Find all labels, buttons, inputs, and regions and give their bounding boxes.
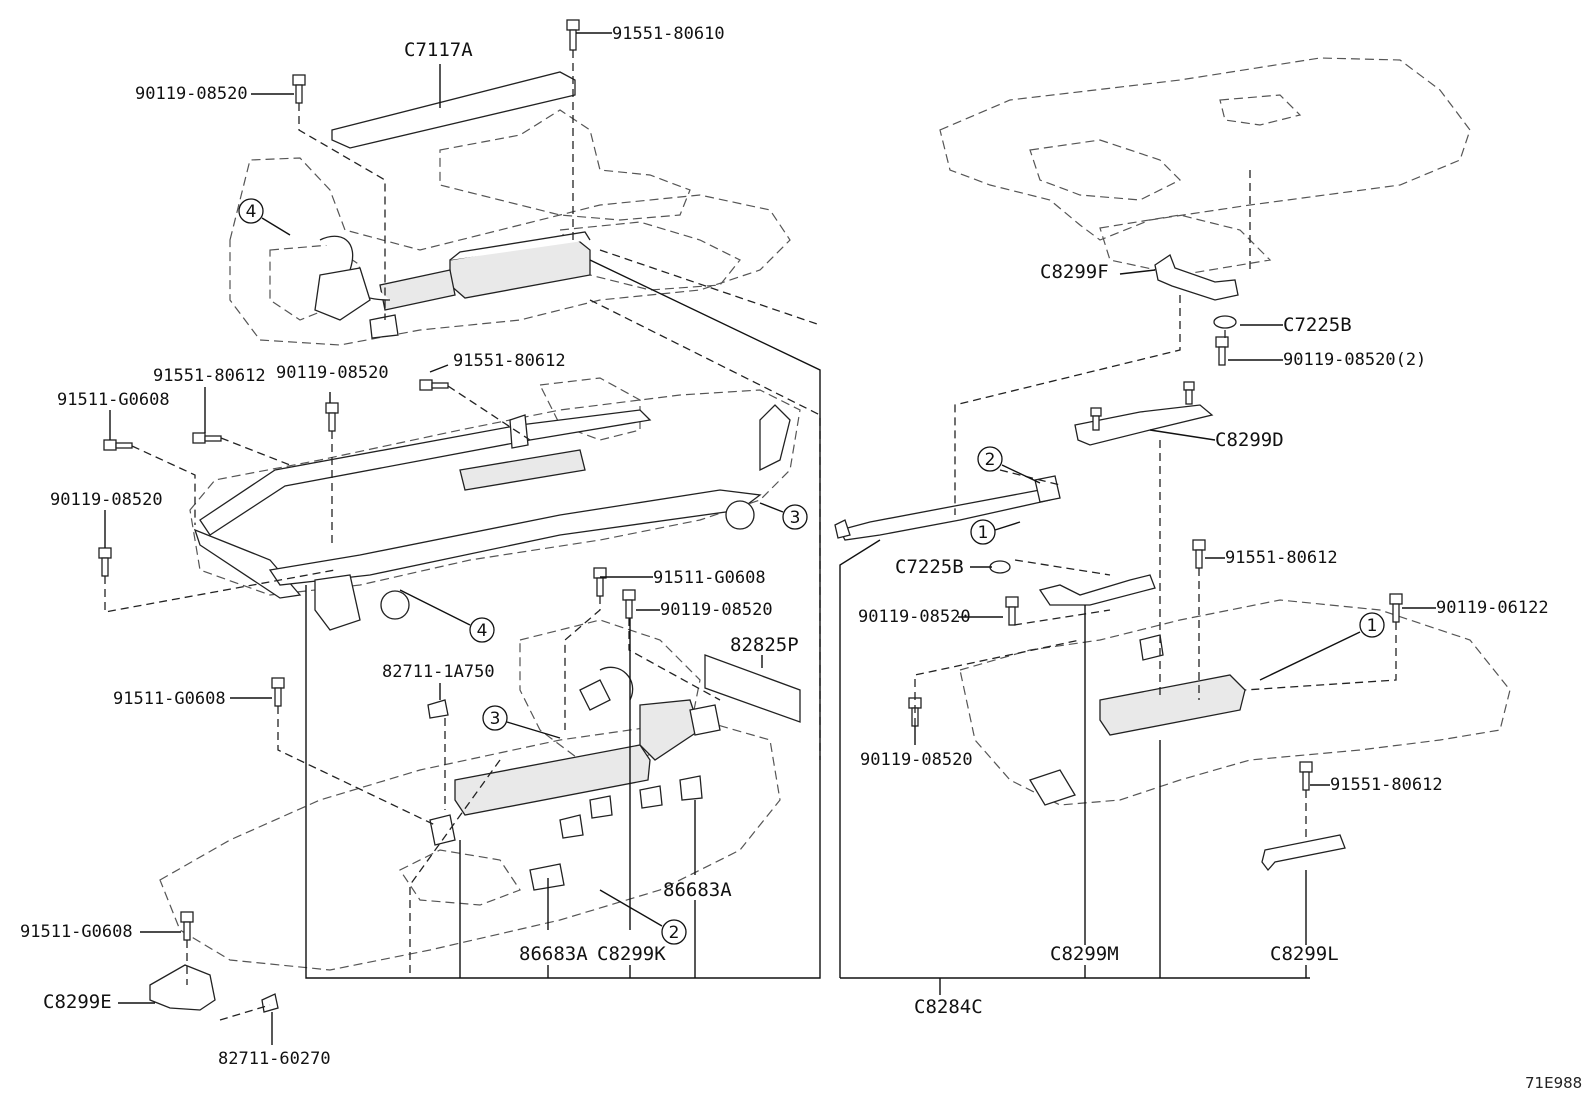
- callout-3-left: 3: [482, 705, 561, 739]
- label-90119-08520: 90119-08520: [50, 490, 163, 510]
- bolt-icon: [1005, 596, 1019, 626]
- diagram-reference-code: 71E988: [1525, 1074, 1582, 1092]
- c8299d-bracket: [1074, 404, 1214, 446]
- label-c8299d: C8299D: [1215, 429, 1284, 451]
- label-c7225b: C7225B: [895, 556, 964, 578]
- c7225b-washer-top: [1213, 315, 1237, 329]
- lower-harness-chain: [429, 666, 721, 891]
- part-labels: C7117A 91551-80610 90119-08520 91551-806…: [20, 24, 1582, 1092]
- svg-text:2: 2: [669, 923, 680, 943]
- callout-4-bottom: 4: [399, 589, 495, 643]
- c8299l-bracket: [1261, 834, 1346, 872]
- c8299f-bracket: [1154, 254, 1239, 301]
- bolt-icon: [325, 402, 339, 432]
- bolt-icon: [1215, 336, 1229, 366]
- label-c7117a: C7117A: [404, 39, 473, 61]
- right-middle-harness: [834, 475, 1061, 541]
- bolt-icon: [419, 379, 449, 391]
- label-86683a: 86683A: [663, 879, 732, 901]
- bolt-icon: [1192, 539, 1206, 569]
- bolt-icon: [1299, 761, 1313, 791]
- label-c8284c: C8284C: [914, 996, 983, 1018]
- label-91511-g0608: 91511-G0608: [57, 390, 170, 410]
- bolt-icon: [1090, 407, 1102, 431]
- label-90119-08520: 90119-08520: [660, 600, 773, 620]
- 82711-1a750-clip: [427, 699, 449, 719]
- c7225b-washer-mid: [989, 560, 1011, 574]
- label-90119-08520: 90119-08520: [135, 84, 248, 104]
- callout-1-middle: 1: [970, 519, 1021, 545]
- label-82711-60270: 82711-60270: [218, 1049, 331, 1069]
- svg-text:4: 4: [246, 202, 257, 222]
- bolt-icon: [1183, 381, 1195, 405]
- upper-harness-chain: [314, 231, 591, 339]
- callout-2-right: 2: [977, 446, 1041, 484]
- bolt-icon: [103, 439, 133, 451]
- c8284c-bracket-tree: [305, 259, 1310, 995]
- svg-text:3: 3: [490, 709, 501, 729]
- label-c8299m: C8299M: [1050, 943, 1119, 965]
- 82711-60270-clip: [261, 993, 279, 1013]
- callout-2-bottom: 2: [599, 889, 687, 945]
- c8299e-bracket: [149, 964, 216, 1011]
- label-91551-80612: 91551-80612: [153, 366, 266, 386]
- svg-text:4: 4: [477, 621, 488, 641]
- label-91551-80612: 91551-80612: [453, 351, 566, 371]
- bolt-icon: [1389, 593, 1403, 623]
- bolt-icon: [180, 911, 194, 941]
- label-91551-80612: 91551-80612: [1330, 775, 1443, 795]
- label-90119-08520: 90119-08520: [860, 750, 973, 770]
- label-c8299k: C8299K: [597, 943, 666, 965]
- seat-track-assembly: [193, 404, 791, 631]
- label-c7225b: C7225B: [1283, 314, 1352, 336]
- label-90119-08520: 90119-08520: [276, 363, 389, 383]
- svg-text:1: 1: [978, 523, 989, 543]
- label-91511-g0608: 91511-G0608: [113, 689, 226, 709]
- label-82825p: 82825P: [730, 634, 799, 656]
- bolt-icon: [622, 589, 636, 619]
- label-90119-06122: 90119-06122: [1436, 598, 1549, 618]
- alignment-lines: [104, 50, 1397, 1021]
- svg-text:1: 1: [1367, 616, 1378, 636]
- right-lower-harness-chain: [1029, 634, 1246, 806]
- bolt-icon: [292, 74, 306, 104]
- bolt-icon: [593, 567, 607, 597]
- bolt-icons: [98, 19, 1403, 941]
- label-c8299f: C8299F: [1040, 261, 1109, 283]
- svg-text:3: 3: [790, 508, 801, 528]
- bolt-icon: [192, 432, 222, 444]
- 82825p-pad: [704, 654, 801, 723]
- label-90119-08520-2: 90119-08520(2): [1283, 350, 1426, 370]
- upper-left-frame-ghost: [229, 109, 791, 346]
- label-c8299l: C8299L: [1270, 943, 1339, 965]
- label-82711-1a750: 82711-1A750: [382, 662, 495, 682]
- callout-3-right: 3: [759, 502, 808, 530]
- label-91551-80610: 91551-80610: [612, 24, 725, 44]
- c8299m-bracket: [1038, 574, 1156, 606]
- bolt-icon: [566, 19, 580, 51]
- c7117a-plate: [331, 71, 576, 149]
- label-91511-g0608: 91511-G0608: [20, 922, 133, 942]
- bolt-icon: [271, 677, 285, 707]
- bolt-icon: [98, 547, 112, 577]
- label-90119-08520: 90119-08520: [858, 607, 971, 627]
- label-91551-80612: 91551-80612: [1225, 548, 1338, 568]
- label-c8299e: C8299E: [43, 991, 112, 1013]
- label-86683a: 86683A: [519, 943, 588, 965]
- upper-right-floor-panel-ghost: [939, 57, 1471, 276]
- callout-1-right: 1: [1259, 612, 1385, 681]
- leader-lines: [104, 32, 1436, 1045]
- callout-4-top: 4: [238, 198, 291, 236]
- label-91511-g0608: 91511-G0608: [653, 568, 766, 588]
- svg-text:2: 2: [985, 450, 996, 470]
